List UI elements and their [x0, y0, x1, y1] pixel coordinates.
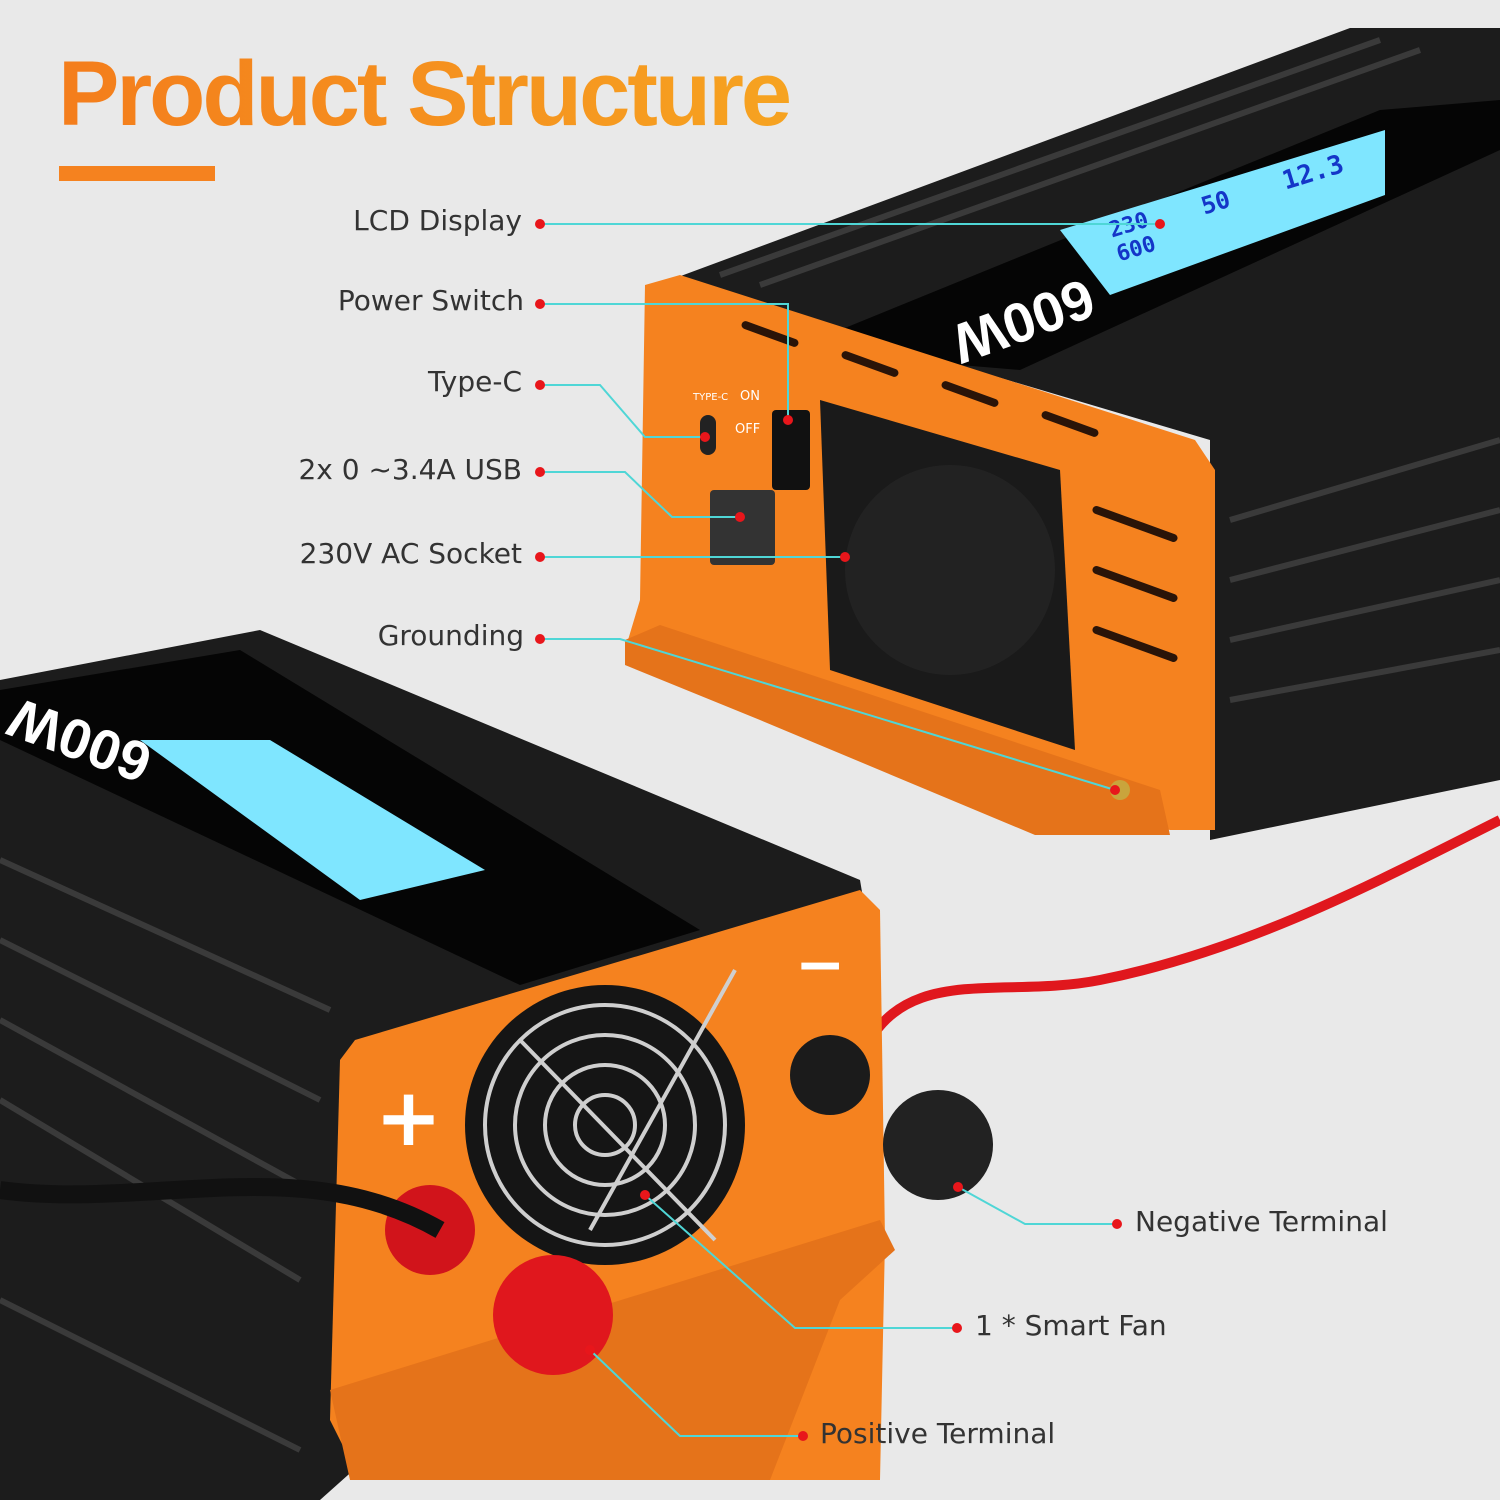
minus-sign: −: [795, 930, 845, 1000]
label-negative-terminal: Negative Terminal: [1135, 1205, 1388, 1238]
title-underline: [59, 166, 215, 181]
ac-socket-face: [845, 465, 1055, 675]
red-cable: [855, 815, 1500, 1062]
switch-on-label: ON: [740, 389, 760, 404]
bottom-mounting-flange: [330, 1220, 895, 1480]
negative-terminal-knob: [883, 1090, 993, 1200]
positive-terminal-knob: [493, 1255, 613, 1375]
type-c-port-label: TYPE-C: [692, 392, 728, 403]
black-cable: [0, 1178, 445, 1238]
plus-sign: +: [375, 1071, 442, 1164]
top-mounting-flange: [625, 625, 1170, 835]
label-positive-terminal: Positive Terminal: [820, 1417, 1056, 1450]
fan-grill: [483, 969, 737, 1247]
usb-ports: [710, 490, 775, 565]
page-title: Product Structure: [58, 43, 792, 145]
label-lcd-display: LCD Display: [353, 204, 522, 237]
bottom-lcd-screen: [140, 740, 485, 900]
power-switch: [772, 410, 810, 490]
label-smart-fan: 1 * Smart Fan: [975, 1309, 1167, 1342]
leader-lines: [540, 223, 1160, 1437]
label-power-switch: Power Switch: [337, 284, 524, 317]
top-lcd-screen: [1060, 130, 1385, 295]
label-ac-socket: 230V AC Socket: [299, 537, 522, 570]
switch-off-label: OFF: [735, 422, 760, 437]
top-vents: [741, 321, 1178, 663]
label-usb: 2x 0 ~3.4A USB: [298, 453, 522, 486]
marker-dots: [535, 219, 1165, 1441]
label-grounding: Grounding: [377, 619, 524, 652]
label-type-c: Type-C: [428, 365, 522, 398]
negative-terminal-base: [790, 1035, 870, 1115]
